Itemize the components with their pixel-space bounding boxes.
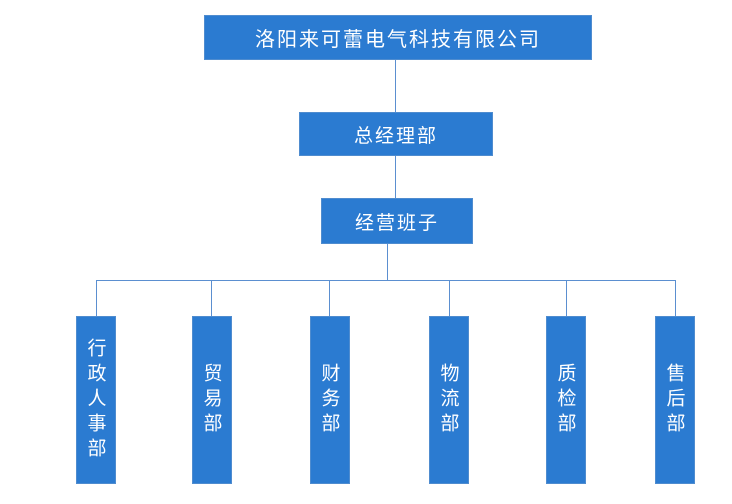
dept-node-admin: 行政人事部: [76, 316, 116, 484]
dept-label: 行政人事部: [84, 337, 107, 463]
drop-line-trade: [211, 280, 212, 316]
drop-line-qc: [566, 280, 567, 316]
business-team-node: 经营班子: [321, 198, 473, 244]
drop-line-logistics: [449, 280, 450, 316]
dept-label: 质检部: [554, 362, 577, 438]
dept-label: 贸易部: [200, 362, 223, 438]
connector-company-gm: [395, 60, 396, 112]
company-node: 洛阳来可蕾电气科技有限公司: [204, 15, 592, 60]
dept-label: 售后部: [663, 362, 686, 438]
dept-node-trade: 贸易部: [192, 316, 232, 484]
general-manager-label: 总经理部: [353, 124, 438, 147]
dept-node-qc: 质检部: [546, 316, 586, 484]
drop-line-finance: [329, 280, 330, 316]
dept-label: 财务部: [318, 362, 341, 438]
company-label: 洛阳来可蕾电气科技有限公司: [255, 27, 541, 51]
dept-node-aftersales: 售后部: [655, 316, 695, 484]
horizontal-bus: [96, 280, 676, 281]
drop-line-admin: [96, 280, 97, 316]
drop-line-aftersales: [675, 280, 676, 316]
dept-node-finance: 财务部: [310, 316, 350, 484]
dept-node-logistics: 物流部: [429, 316, 469, 484]
general-manager-node: 总经理部: [299, 112, 493, 156]
dept-label: 物流部: [437, 362, 460, 438]
business-team-label: 经营班子: [354, 211, 439, 234]
connector-gm-team: [395, 156, 396, 198]
connector-team-bus: [387, 244, 388, 280]
